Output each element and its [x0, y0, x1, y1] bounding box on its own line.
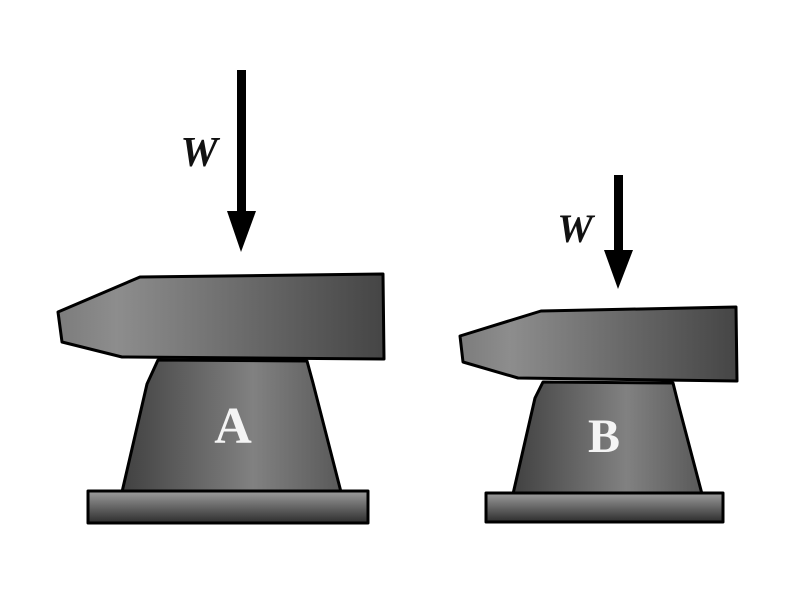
anvil-a-label: A: [214, 398, 252, 455]
anvil-b-base: [484, 491, 725, 524]
weight-arrow-a: W: [180, 70, 256, 252]
anvil-a: A: [56, 272, 386, 525]
anvil-a-top-block: [56, 272, 386, 361]
anvil-b: B: [458, 305, 739, 524]
anvil-b-top-block: [458, 305, 739, 383]
weight-label-a: W: [180, 130, 220, 176]
weight-arrow-b-head: [604, 250, 633, 289]
weight-arrow-b-shaft: [614, 175, 623, 252]
anvil-b-label: B: [588, 410, 620, 463]
weight-arrow-b: W: [557, 175, 633, 289]
weight-arrow-a-head: [227, 211, 256, 252]
weight-label-b: W: [557, 206, 595, 251]
weight-arrow-a-shaft: [237, 70, 246, 213]
anvil-a-base: [86, 489, 370, 525]
